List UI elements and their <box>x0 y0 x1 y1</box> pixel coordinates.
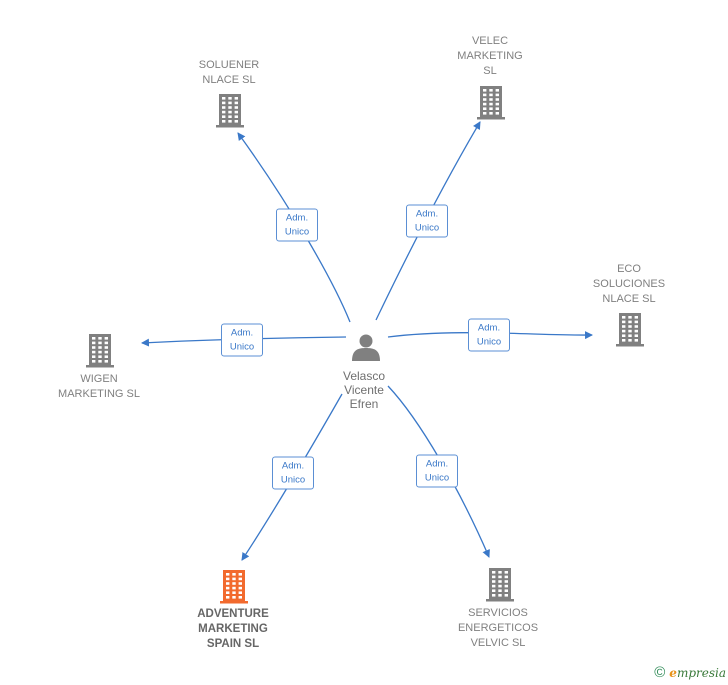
relation-label-line: Adm. <box>285 212 309 224</box>
company-label-line: SERVICIOS <box>468 607 528 619</box>
relation-badge-servicios[interactable]: Adm. Unico <box>416 454 458 488</box>
person-label-line: Vicente <box>344 383 384 397</box>
building-icon-adventure[interactable] <box>220 570 248 604</box>
footer-brand[interactable]: © empresia <box>654 664 726 681</box>
company-icons <box>86 86 644 604</box>
company-label-line: SL <box>483 65 497 77</box>
company-label-wigen[interactable]: WIGEN MARKETING SL <box>58 372 140 402</box>
company-label-eco[interactable]: ECO SOLUCIONES NLACE SL <box>593 262 665 307</box>
company-label-line: NLACE SL <box>202 74 256 86</box>
company-label-velec[interactable]: VELEC MARKETING SL <box>457 34 522 79</box>
person-label-line: Efren <box>349 397 379 411</box>
brand-logo: empresia <box>669 665 726 680</box>
relation-label-line: Adm. <box>477 322 501 334</box>
relation-label-line: Adm. <box>425 458 449 470</box>
company-label-line: ECO <box>617 263 641 275</box>
company-label-line: MARKETING SL <box>58 388 140 400</box>
company-label-adventure[interactable]: ADVENTURE MARKETING SPAIN SL <box>197 607 269 652</box>
relation-label-line: Unico <box>229 341 255 353</box>
company-label-line: ADVENTURE <box>197 608 269 620</box>
relation-label-line: Unico <box>284 226 310 238</box>
building-icon-wigen[interactable] <box>86 334 114 368</box>
relation-label-line: Adm. <box>281 460 305 472</box>
building-icon-velec[interactable] <box>477 86 505 120</box>
relation-label-line: Adm. <box>415 208 439 220</box>
company-label-line: MARKETING <box>457 50 523 62</box>
company-label-soluener[interactable]: SOLUENER NLACE SL <box>199 58 260 88</box>
relation-label-line: Unico <box>280 474 306 486</box>
relation-badge-wigen[interactable]: Adm. Unico <box>221 323 263 357</box>
relation-badge-soluener[interactable]: Adm. Unico <box>276 208 318 242</box>
relation-label-line: Unico <box>414 222 440 234</box>
person-label-line: Velasco <box>342 369 386 383</box>
person-icon <box>352 334 380 361</box>
building-icon-soluener[interactable] <box>216 94 244 128</box>
company-label-line: SPAIN SL <box>206 638 260 650</box>
relation-badge-eco[interactable]: Adm. Unico <box>468 318 510 352</box>
company-label-line: VELVIC SL <box>470 637 526 649</box>
relation-badge-adventure[interactable]: Adm. Unico <box>272 456 314 490</box>
company-label-line: WIGEN <box>80 373 118 385</box>
building-icon-eco[interactable] <box>616 313 644 347</box>
company-label-line: SOLUCIONES <box>592 278 666 290</box>
copyright-icon: © <box>654 664 666 681</box>
company-label-line: VELEC <box>471 35 509 47</box>
company-label-line: ENERGETICOS <box>457 622 539 634</box>
relation-label-line: Unico <box>424 472 450 484</box>
company-label-line: MARKETING <box>198 623 268 635</box>
company-label-line: NLACE SL <box>602 293 656 305</box>
relation-badge-velec[interactable]: Adm. Unico <box>406 204 448 238</box>
relation-label-line: Adm. <box>230 327 254 339</box>
relation-label-line: Unico <box>476 336 502 348</box>
company-label-servicios[interactable]: SERVICIOS ENERGETICOS VELVIC SL <box>458 606 538 651</box>
company-label-line: SOLUENER <box>198 59 260 71</box>
building-icon-servicios[interactable] <box>486 568 514 602</box>
